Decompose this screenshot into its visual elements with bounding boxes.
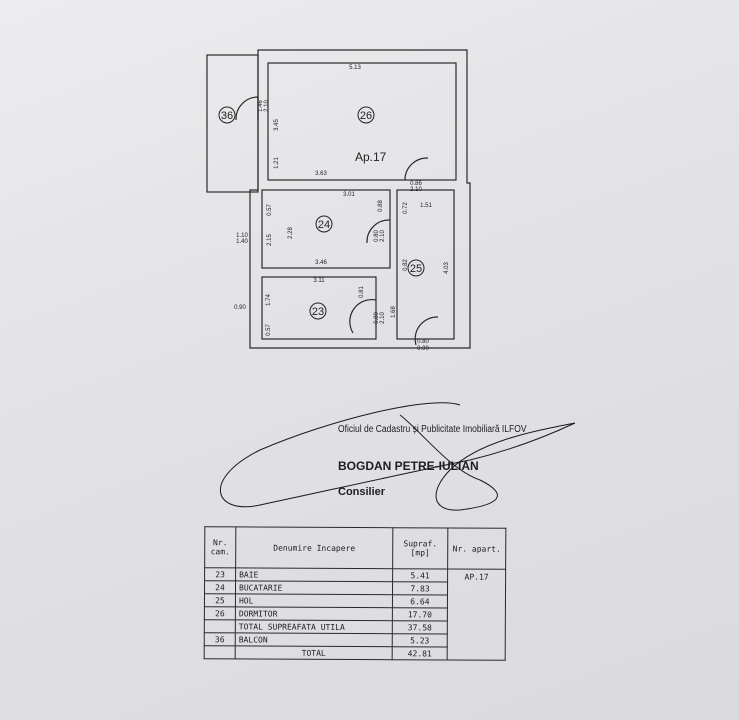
apartment-number: AP.17 bbox=[447, 568, 506, 661]
dimension-label: 0.57 bbox=[267, 204, 273, 216]
dimension-label: 2.15 bbox=[267, 234, 273, 246]
room-area: 6.64 bbox=[392, 594, 448, 608]
room-name: HOL bbox=[235, 593, 393, 608]
stamp-role: Consilier bbox=[338, 486, 386, 498]
dimension-label: 0.81 bbox=[359, 286, 365, 298]
dimension-label: 0.80 bbox=[374, 312, 380, 324]
room-name: BAIE bbox=[235, 567, 393, 582]
room-26-outline bbox=[267, 62, 457, 181]
room-area: 7.83 bbox=[392, 581, 448, 595]
room-area: 17.70 bbox=[392, 607, 448, 621]
dimension-label: 3.11 bbox=[313, 278, 325, 284]
room-nr: 24 bbox=[204, 580, 236, 594]
dimension-label: 0.82 bbox=[403, 259, 409, 271]
stamp-name: BOGDAN PETRE-IULIAN bbox=[338, 459, 479, 473]
room-name: TOTAL bbox=[235, 645, 393, 660]
dimension-label: 0.57 bbox=[266, 324, 272, 336]
dimension-label: 1.46 bbox=[258, 100, 264, 112]
room-nr: 26 bbox=[204, 606, 236, 620]
room-nr: 36 bbox=[204, 632, 236, 646]
dimension-label: 0.86 bbox=[410, 181, 422, 187]
apartment-label: Ap.17 bbox=[355, 150, 387, 164]
dimension-label: 0.80 bbox=[374, 230, 380, 242]
room-nr bbox=[204, 645, 236, 659]
dimension-label: 1.74 bbox=[266, 294, 272, 306]
room-area: 5.41 bbox=[392, 568, 448, 582]
room-area-table: Nr. cam. Denumire Incapere Supraf. [mp] … bbox=[204, 526, 507, 661]
room-number: 25 bbox=[410, 263, 422, 275]
room-name: TOTAL SUPREAFATA UTILA bbox=[235, 619, 393, 634]
dimension-label: 4.03 bbox=[444, 262, 450, 274]
dimension-label: 2.10 bbox=[380, 230, 386, 242]
dimension-label: 1.51 bbox=[420, 203, 432, 209]
stamp-office: Oficiul de Cadastru și Publicitate Imobi… bbox=[338, 424, 527, 435]
room-number: 24 bbox=[318, 219, 330, 231]
header-name: Denumire Incapere bbox=[235, 526, 393, 569]
dimension-label: 2.10 bbox=[380, 312, 386, 324]
dimension-label: 3.01 bbox=[343, 192, 355, 198]
room-number: 26 bbox=[360, 110, 372, 122]
room-number-markers: 36 26 24 25 23 bbox=[218, 106, 425, 320]
dimension-label: 1.21 bbox=[274, 157, 280, 169]
room-name: BALCON bbox=[235, 632, 393, 647]
room-number: 36 bbox=[221, 110, 233, 122]
header-apart: Nr. apart. bbox=[447, 527, 506, 570]
balcony-outline bbox=[206, 54, 259, 193]
dimension-label: 0.88 bbox=[378, 200, 384, 212]
door-arcs bbox=[235, 96, 439, 346]
room-25-outline bbox=[396, 189, 455, 340]
dimension-label: 3.63 bbox=[315, 171, 327, 177]
dimension-label: 1.10 bbox=[236, 233, 248, 239]
room-nr bbox=[204, 619, 236, 633]
dimension-label: 0.80 bbox=[417, 339, 429, 345]
room-23-outline bbox=[261, 276, 377, 340]
room-name: BUCATARIE bbox=[235, 580, 393, 595]
dimension-label: 2.28 bbox=[288, 227, 294, 239]
dimension-label: 1.68 bbox=[391, 306, 397, 318]
dimension-label: 3.45 bbox=[274, 119, 280, 131]
dimension-label: 1.40 bbox=[236, 239, 248, 245]
room-24-outline bbox=[261, 189, 391, 269]
dimension-label: 0.90 bbox=[234, 305, 246, 311]
room-name: DORMITOR bbox=[235, 606, 393, 621]
dimension-label: 3.46 bbox=[315, 260, 327, 266]
dimension-label: 2.10 bbox=[410, 187, 422, 193]
outer-wall bbox=[249, 49, 471, 349]
dimension-label: 5.13 bbox=[349, 65, 361, 71]
dimension-label: 0.90 bbox=[417, 346, 429, 352]
room-area: 5.23 bbox=[392, 633, 448, 647]
dimension-label: 0.72 bbox=[403, 202, 409, 214]
header-nr: Nr. cam. bbox=[204, 526, 236, 568]
dimension-label: 2.10 bbox=[264, 100, 270, 112]
room-number: 23 bbox=[312, 306, 324, 318]
room-area: 37.58 bbox=[392, 620, 448, 634]
header-area: Supraf. [mp] bbox=[392, 527, 448, 569]
room-nr: 25 bbox=[204, 593, 236, 607]
room-nr: 23 bbox=[204, 567, 236, 581]
room-area: 42.81 bbox=[392, 646, 448, 660]
